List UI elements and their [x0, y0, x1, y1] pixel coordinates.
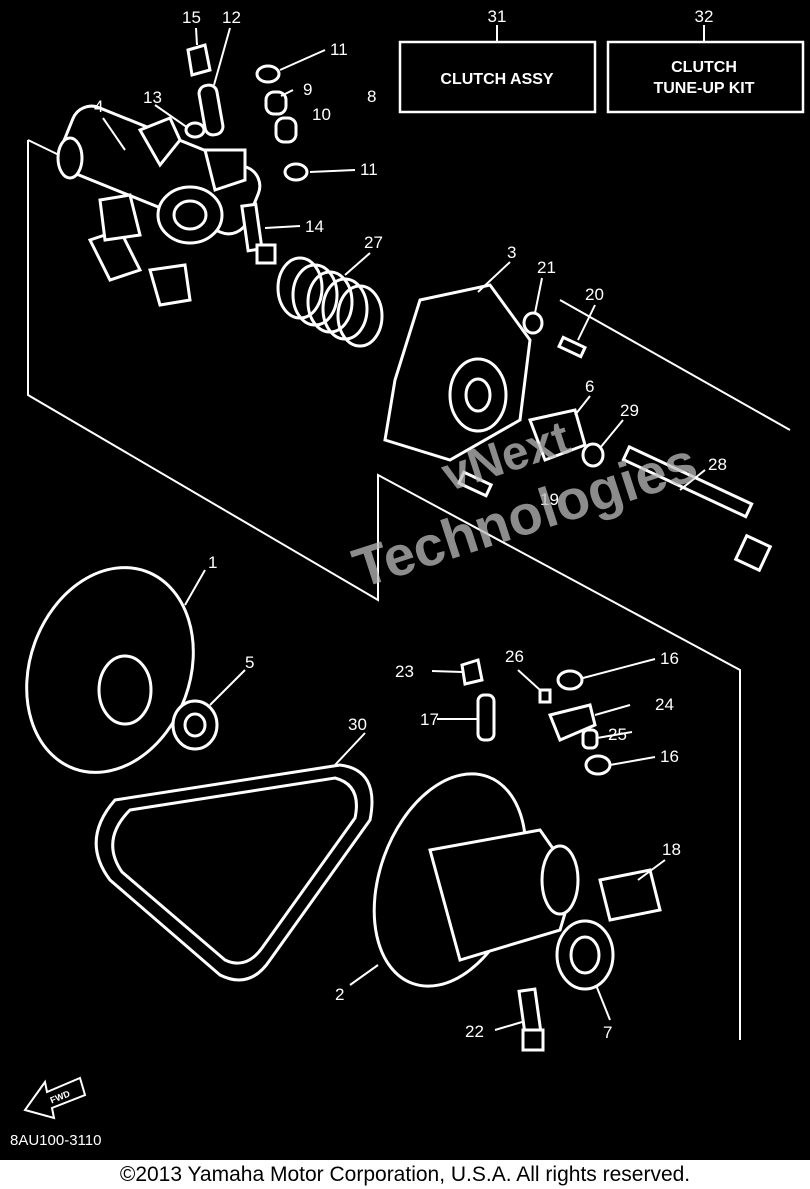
callout-24: 24 [655, 695, 674, 714]
callout-23: 23 [395, 662, 414, 681]
callout-1: 1 [208, 553, 217, 572]
part-27-spring [276, 256, 384, 348]
part-1-sheave [25, 566, 195, 774]
callout-9: 9 [303, 80, 312, 99]
callout-4: 4 [94, 97, 103, 116]
tune-up-kit-label-line2: TUNE-UP KIT [653, 80, 754, 97]
part-4-spider [56, 104, 262, 307]
callout-18: 18 [662, 840, 681, 859]
callout-21: 21 [537, 258, 556, 277]
part-2-secondary-sheave [372, 772, 580, 988]
callout-14: 14 [305, 217, 324, 236]
callout-25: 25 [608, 725, 627, 744]
part-secondary-hardware [460, 658, 662, 1052]
callout-20: 20 [585, 285, 604, 304]
part-5-bushing [171, 699, 219, 751]
clutch-tune-up-kit-box[interactable]: 32 CLUTCH TUNE-UP KIT [606, 7, 805, 114]
callout-2: 2 [335, 985, 344, 1004]
part-12-pin [184, 43, 225, 139]
clutch-parts-diagram: 31 CLUTCH ASSY 32 CLUTCH TUNE-UP KIT [10, 7, 805, 1149]
part-14-bolt [240, 202, 277, 265]
tune-up-kit-label-line1: CLUTCH [671, 59, 737, 76]
callout-16b: 16 [660, 747, 679, 766]
callout-11a: 11 [330, 40, 348, 59]
callout-8: 8 [367, 87, 376, 106]
callout-3: 3 [507, 243, 516, 262]
callout-27: 27 [364, 233, 383, 252]
callout-10: 10 [312, 105, 331, 124]
callout-26: 26 [505, 647, 524, 666]
box-number-32: 32 [695, 7, 714, 26]
leader-lines [102, 27, 706, 1031]
callout-28: 28 [708, 455, 727, 474]
part-30-belt [94, 763, 374, 982]
clutch-assy-label: CLUTCH ASSY [440, 71, 554, 88]
fwd-arrow-icon: FWD [23, 1076, 87, 1120]
part-3-cover [383, 283, 532, 462]
clutch-assy-box[interactable]: 31 CLUTCH ASSY [398, 7, 597, 114]
diagram-code: 8AU100-3110 [10, 1132, 101, 1149]
callout-16a: 16 [660, 649, 679, 668]
part-6-28-hardware [456, 311, 773, 573]
callout-6: 6 [585, 377, 594, 396]
callout-29: 29 [620, 401, 639, 420]
callout-19: 19 [540, 490, 559, 509]
callout-17: 17 [420, 710, 439, 729]
copyright-footer: ©2013 Yamaha Motor Corporation, U.S.A. A… [0, 1160, 810, 1189]
callout-7: 7 [603, 1023, 612, 1042]
callout-12: 12 [222, 8, 241, 27]
box-number-31: 31 [488, 7, 507, 26]
callout-22: 22 [465, 1022, 484, 1041]
callout-15: 15 [182, 8, 201, 27]
part-9-10-11-rollers [255, 64, 309, 182]
callout-5: 5 [245, 653, 254, 672]
callout-11b: 11 [360, 160, 378, 179]
part-callouts: 1 2 3 4 5 6 7 8 9 10 11 11 12 13 14 15 1… [94, 8, 727, 1042]
callout-30: 30 [348, 715, 367, 734]
callout-13: 13 [143, 88, 162, 107]
